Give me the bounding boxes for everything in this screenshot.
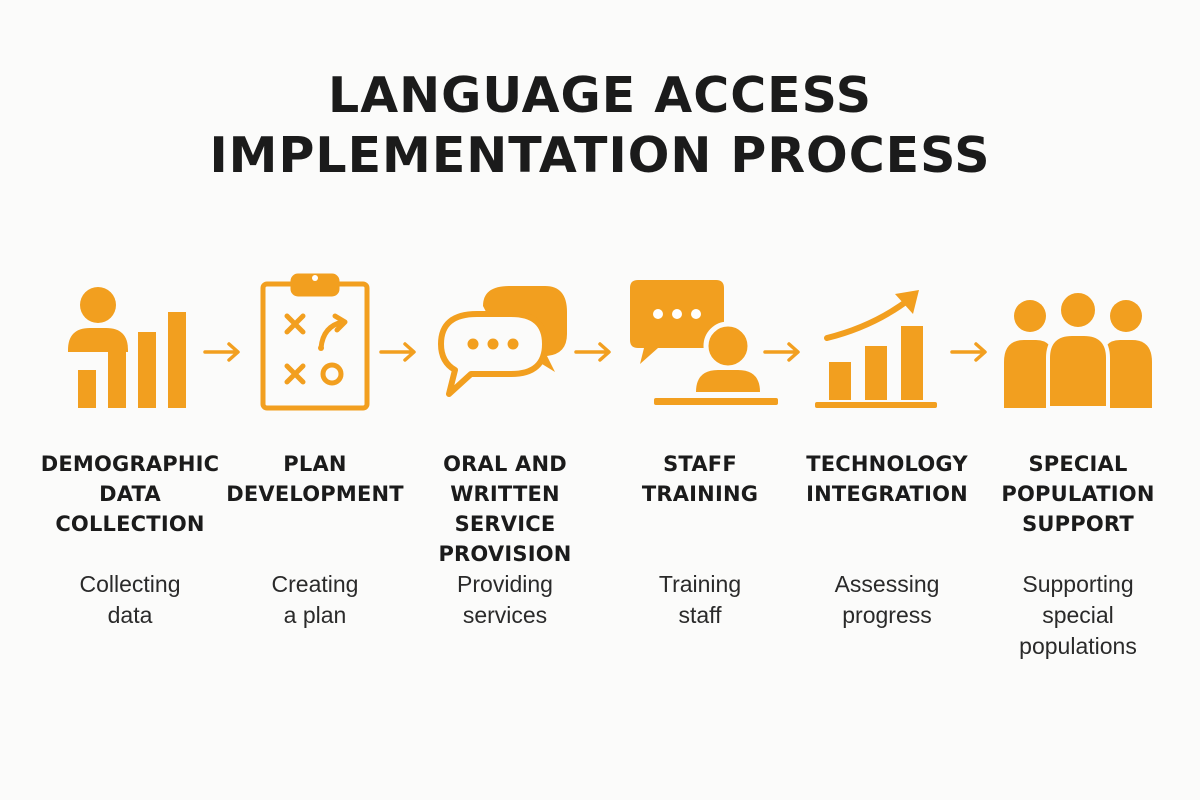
- diagram-title: LANGUAGE ACCESS IMPLEMENTATION PROCESS: [0, 66, 1200, 186]
- step-description: Collecting data: [30, 569, 230, 631]
- step-description: Training staff: [600, 569, 800, 631]
- person-bar-chart-icon: [30, 270, 230, 420]
- step-plan-development: PLAN DEVELOPMENT Creating a plan: [215, 0, 415, 800]
- label-line: SPECIAL: [1028, 452, 1128, 476]
- step-description: Creating a plan: [215, 569, 415, 631]
- step-description: Assessing progress: [787, 569, 987, 631]
- growth-chart-icon: [787, 270, 987, 420]
- step-label: TECHNOLOGY INTEGRATION: [781, 449, 993, 509]
- step-label: SPECIAL POPULATION SUPPORT: [972, 449, 1184, 539]
- arrow-icon: [574, 340, 614, 364]
- clipboard-strategy-icon: [215, 270, 415, 420]
- step-label: ORAL AND WRITTEN SERVICE PROVISION: [399, 449, 611, 569]
- label-line: INTEGRATION: [806, 482, 968, 506]
- desc-line: Collecting: [79, 571, 181, 597]
- desc-line: Assessing: [834, 571, 940, 597]
- label-line: WRITTEN: [450, 482, 560, 506]
- step-label: DEMOGRAPHIC DATA COLLECTION: [24, 449, 236, 539]
- step-staff-training: STAFF TRAINING Training staff: [600, 0, 800, 800]
- step-description: Providing services: [405, 569, 605, 631]
- speech-bubbles-icon: [405, 270, 605, 420]
- label-line: PROVISION: [438, 542, 572, 566]
- label-line: DEVELOPMENT: [226, 482, 404, 506]
- desc-line: populations: [1019, 633, 1137, 659]
- arrow-icon: [379, 340, 419, 364]
- desc-line: data: [107, 602, 153, 628]
- step-technology-integration: TECHNOLOGY INTEGRATION Assessing progres…: [787, 0, 987, 800]
- desc-line: a plan: [283, 602, 347, 628]
- desc-line: special: [1042, 602, 1114, 628]
- label-line: ORAL AND: [443, 452, 567, 476]
- title-line-1: LANGUAGE ACCESS: [327, 67, 873, 124]
- label-line: SERVICE: [454, 512, 556, 536]
- desc-line: Training: [658, 571, 742, 597]
- label-line: STAFF: [663, 452, 737, 476]
- step-label: PLAN DEVELOPMENT: [209, 449, 421, 509]
- presenter-speech-icon: [600, 270, 800, 420]
- desc-line: Providing: [457, 571, 553, 597]
- label-line: COLLECTION: [55, 512, 205, 536]
- arrow-icon: [763, 340, 803, 364]
- label-line: PLAN: [283, 452, 347, 476]
- step-oral-written-service: ORAL AND WRITTEN SERVICE PROVISION Provi…: [405, 0, 605, 800]
- step-special-population-support: SPECIAL POPULATION SUPPORT Supporting sp…: [978, 0, 1178, 800]
- step-description: Supporting special populations: [978, 569, 1178, 662]
- label-line: DEMOGRAPHIC: [40, 452, 220, 476]
- label-line: SUPPORT: [1022, 512, 1134, 536]
- desc-line: progress: [842, 602, 932, 628]
- label-line: TRAINING: [641, 482, 759, 506]
- desc-line: Supporting: [1022, 571, 1134, 597]
- desc-line: staff: [678, 602, 722, 628]
- title-line-2: IMPLEMENTATION PROCESS: [209, 127, 991, 184]
- label-line: POPULATION: [1001, 482, 1155, 506]
- label-line: DATA: [99, 482, 161, 506]
- desc-line: Creating: [271, 571, 359, 597]
- people-group-icon: [978, 270, 1178, 420]
- label-line: TECHNOLOGY: [806, 452, 968, 476]
- step-demographic-data-collection: DEMOGRAPHIC DATA COLLECTION Collecting d…: [30, 0, 230, 800]
- arrow-icon: [203, 340, 243, 364]
- step-label: STAFF TRAINING: [594, 449, 806, 509]
- arrow-icon: [950, 340, 990, 364]
- desc-line: services: [462, 602, 548, 628]
